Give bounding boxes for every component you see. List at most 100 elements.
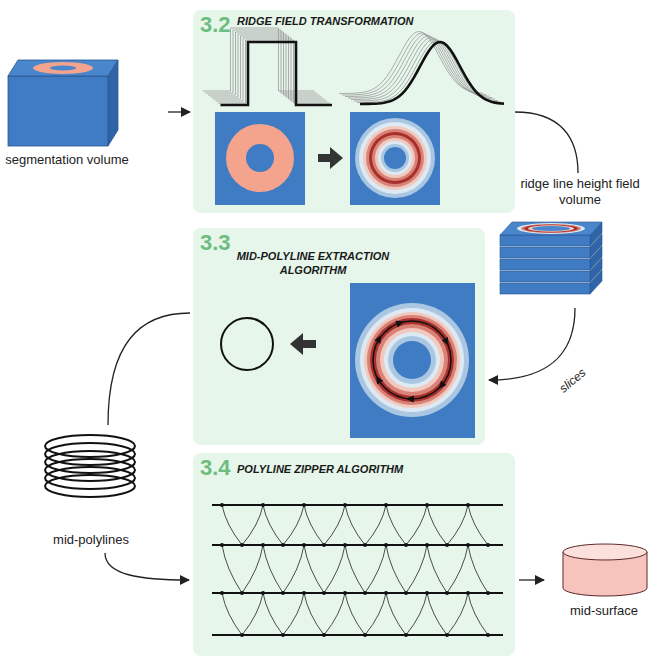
vertex-dot <box>343 591 347 595</box>
zipper-edge <box>222 593 242 635</box>
vertex-dot <box>261 503 265 507</box>
text-holder: mid-surface <box>548 603 660 619</box>
vertex-dot <box>445 543 449 547</box>
step-panel: 3.3MID-POLYLINE EXTRACTION ALGORITHM <box>193 228 485 445</box>
text-holder: 3.3 <box>200 231 231 255</box>
zipper-edge <box>263 545 283 593</box>
vertex-dot <box>302 591 306 595</box>
step-plot <box>203 28 332 105</box>
vertex-dot <box>486 633 490 637</box>
vertex-dot <box>425 543 429 547</box>
ridge-plot <box>339 32 504 104</box>
panel-ground <box>193 228 485 445</box>
ridge-ring <box>521 224 581 233</box>
zipper-edge <box>242 505 263 545</box>
zipper-edge <box>386 505 406 545</box>
zipper-edge <box>406 545 427 593</box>
zipper-edge <box>324 545 345 593</box>
vertex-dot <box>261 543 265 547</box>
vertex-dot <box>322 543 326 547</box>
zipper-edge <box>447 593 468 635</box>
text-holder: ridge line height field volume <box>510 176 650 208</box>
zipper-edge <box>427 505 447 545</box>
edge-label: slices <box>555 364 590 397</box>
text-holder: mid-polylines <box>30 532 152 548</box>
zipper-edge <box>365 593 386 635</box>
profile-line <box>360 42 504 104</box>
vertex-dot <box>261 591 265 595</box>
vertex-dot <box>466 591 470 595</box>
profile-line <box>218 40 330 103</box>
trace-arrowhead <box>395 321 404 328</box>
vertex-dot <box>240 633 244 637</box>
zipper-edge <box>365 545 386 593</box>
zipper-edge <box>406 505 427 545</box>
vertex-dot <box>363 591 367 595</box>
profile-line <box>216 38 328 101</box>
arrow-symbol <box>318 147 343 169</box>
zipper-edge <box>427 593 447 635</box>
polyline-loop <box>45 475 135 497</box>
vertex-dot <box>404 591 408 595</box>
mid-polyline <box>212 634 503 636</box>
step-number: 3.2 <box>200 13 231 37</box>
mid-polyline <box>212 504 503 506</box>
text-holder: RIDGE FIELD TRANSFORMATION <box>237 14 413 28</box>
zipper-edge <box>406 593 427 635</box>
flow-connector <box>105 553 189 580</box>
zipper-edge <box>283 593 304 635</box>
polyline-circle <box>221 318 273 370</box>
mid-polyline <box>212 592 503 594</box>
polyline-coil <box>45 435 135 497</box>
zipper-edge <box>283 505 304 545</box>
profile-line <box>221 42 333 105</box>
surface-node: mid-surface <box>548 535 660 625</box>
volume-stack <box>500 222 602 294</box>
vertex-dot <box>281 591 285 595</box>
zipper-edge <box>222 545 242 593</box>
panel-ground <box>193 10 515 213</box>
flow-connector <box>515 112 578 173</box>
zipper-edge <box>447 505 468 545</box>
vertex-dot <box>486 591 490 595</box>
vertex-dot <box>302 503 306 507</box>
flow-connector <box>108 313 190 425</box>
step-panel: 3.4POLYLINE ZIPPER ALGORITHM <box>193 453 515 656</box>
ridge-ring <box>528 225 574 231</box>
volume-box <box>8 60 118 146</box>
text-holder: 3.2 <box>200 13 231 37</box>
vertex-dot <box>363 633 367 637</box>
ridge-ring <box>524 225 578 233</box>
vertex-dot <box>281 633 285 637</box>
node-label: segmentation volume <box>3 152 131 168</box>
volume-node: segmentation volume <box>3 56 131 172</box>
slab-front <box>500 247 590 258</box>
ridge-ring <box>517 223 585 234</box>
zipper-edge <box>468 545 488 593</box>
zipper-edge <box>447 545 468 593</box>
profile-line <box>213 36 325 99</box>
vertex-dot <box>466 503 470 507</box>
zipper-edge <box>263 593 283 635</box>
slab-top <box>500 222 602 235</box>
trace-arrowhead <box>374 335 381 344</box>
slab-front <box>500 259 590 270</box>
step-number: 3.3 <box>200 231 231 255</box>
zipper-edge <box>468 505 488 545</box>
vertex-dot <box>466 543 470 547</box>
zipper-edge <box>324 593 345 635</box>
ridge-slice <box>350 112 440 205</box>
vertex-dot <box>220 543 224 547</box>
zipper-edge <box>222 505 242 545</box>
vertex-dot <box>240 543 244 547</box>
zipper-edge <box>242 545 263 593</box>
vertex-dot <box>404 633 408 637</box>
segmentation-slice <box>215 112 305 205</box>
vertex-dot <box>322 633 326 637</box>
vertex-dot <box>404 543 408 547</box>
text-holder: segmentation volume <box>3 152 131 168</box>
text-holder: MID-POLYLINE EXTRACTION ALGORITHM <box>233 249 393 277</box>
zipper-edge <box>386 545 406 593</box>
zipper-edge <box>427 545 447 593</box>
trace-arrowhead <box>376 376 383 385</box>
